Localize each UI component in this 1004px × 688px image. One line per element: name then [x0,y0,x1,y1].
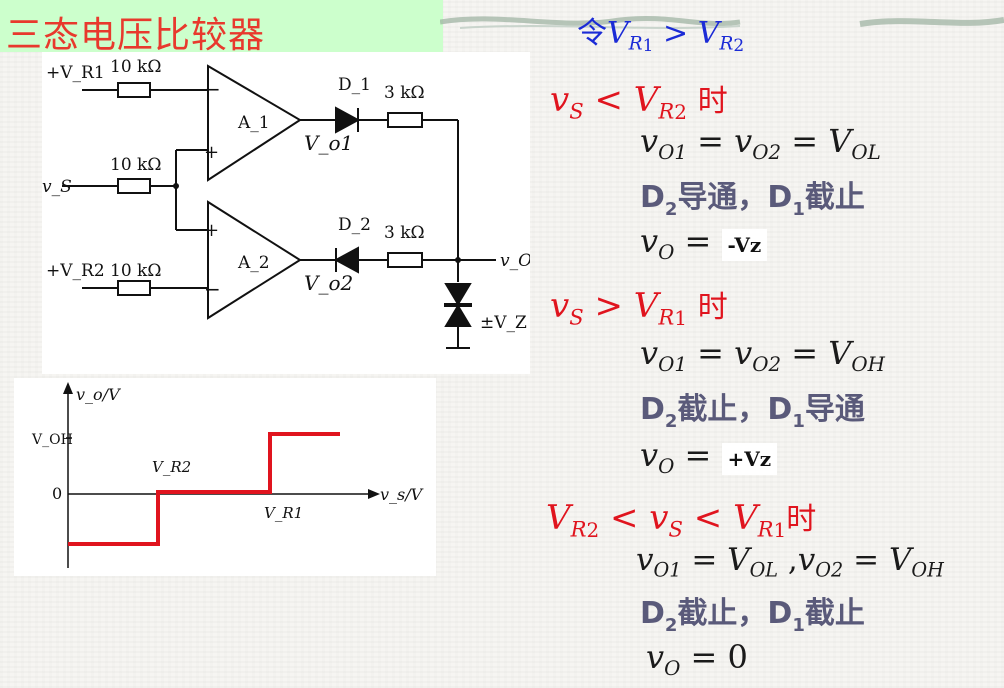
graph-panel: v_o/V V_OH 0 V_R2 V_R1 v_s/V [14,378,436,576]
case1-output: vO = -Vz [640,222,768,264]
case1-line1: vO1 = vO2 = VOL [640,122,881,164]
case2-output: vO = +Vz [640,436,778,478]
svg-text:+: + [204,142,219,163]
label-a1: A_1 [237,113,270,133]
label-vr1: +V_R1 [46,63,105,83]
graph-vr2: V_R2 [152,458,191,476]
case3-output: vO = 0 [646,638,748,680]
case3-line1: vO1 = VOL ,vO2 = VOH [636,542,944,582]
label-r-in3: 10 kΩ [110,261,161,281]
label-r-in2: 10 kΩ [110,155,161,175]
case2-line1: vO1 = vO2 = VOH [640,334,885,376]
label-a2: A_2 [237,253,270,273]
graph-ylabel: v_o/V [76,385,121,404]
case3-condition: VR2 < vS < VR1时 [546,498,817,542]
case1-line2: D2导通，D1截止 [640,180,865,220]
transfer-graph: v_o/V V_OH 0 V_R2 V_R1 v_s/V [31,382,424,568]
label-r-out2: 3 kΩ [384,223,425,243]
svg-text:+: + [204,220,219,241]
label-d2: D_2 [338,215,371,235]
label-vr2: +V_R2 [46,261,105,281]
label-vz: ±V_Z [480,313,527,333]
circuit-panel: − + + − +V_R1 10 kΩ v_S 10 kΩ +V_R2 10 k… [42,52,532,374]
svg-text:−: − [204,77,221,101]
label-r-in1: 10 kΩ [110,57,161,77]
case2-line2: D2截止，D1导通 [640,392,865,432]
graph-zero: 0 [52,484,62,503]
label-vs: v_S [42,177,72,197]
graph-xlabel: v_s/V [380,485,424,504]
comparator-circuit: − + + − +V_R1 10 kΩ v_S 10 kΩ +V_R2 10 k… [42,57,532,349]
title-banner: 三态电压比较器 [0,0,443,56]
svg-text:−: − [204,277,221,301]
label-vo: v_O [500,251,530,271]
label-vo2: V_o2 [304,271,353,295]
header-condition: 令VR1 > VR2 [577,16,745,56]
label-d1: D_1 [338,75,371,95]
case2-condition: vS > VR1 时 [550,286,728,330]
case2-output-value: +Vz [721,443,778,475]
case1-condition: vS < VR2 时 [550,80,728,124]
label-r-out1: 3 kΩ [384,83,425,103]
header-decoration [440,15,1004,29]
label-vo1: V_o1 [304,131,353,155]
graph-voh: V_OH [31,432,73,448]
case1-output-value: -Vz [721,229,768,261]
case3-line2: D2截止，D1截止 [640,596,865,636]
graph-vr1: V_R1 [264,504,303,522]
transfer-curve [68,432,340,546]
slide-title: 三态电压比较器 [6,15,266,56]
